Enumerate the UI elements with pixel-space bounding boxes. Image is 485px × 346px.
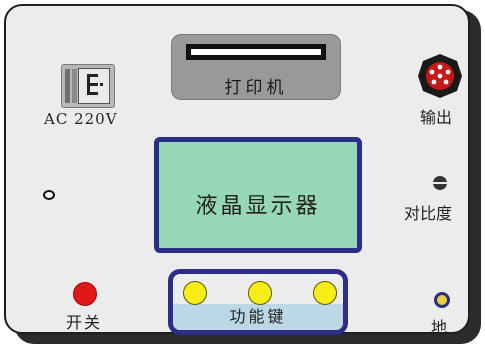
function-keys-label: 功能键 [229, 307, 287, 326]
function-key-2[interactable] [248, 281, 272, 305]
lcd-display: 液晶显示器 [154, 137, 362, 253]
contrast-knob-icon[interactable] [433, 176, 447, 190]
output-label: 输出 [420, 108, 453, 127]
contrast-label: 对比度 [404, 204, 453, 223]
ac-power-socket [61, 64, 115, 108]
ground-terminal[interactable] [434, 292, 450, 308]
output-connector-icon[interactable] [417, 53, 463, 99]
indicator-hole [43, 190, 55, 200]
socket-face [78, 68, 110, 104]
printer-paper-slot [186, 44, 326, 60]
function-keys-label-strip [173, 304, 343, 330]
ground-label: 地 [431, 318, 448, 337]
function-keys-group: 功能键 [168, 269, 348, 335]
function-key-3[interactable] [313, 281, 337, 305]
ac-voltage-label: AC 220V [44, 110, 118, 128]
instrument-panel: AC 220V 打印机 输出 液晶显示器 对比度 开关 功能键 地 [4, 4, 470, 337]
lcd-label: 液晶显示器 [195, 194, 321, 219]
power-switch-button[interactable] [73, 282, 97, 306]
power-switch-label: 开关 [66, 313, 103, 332]
printer-label: 打印机 [224, 78, 288, 98]
function-key-1[interactable] [183, 281, 207, 305]
printer[interactable]: 打印机 [171, 34, 341, 100]
